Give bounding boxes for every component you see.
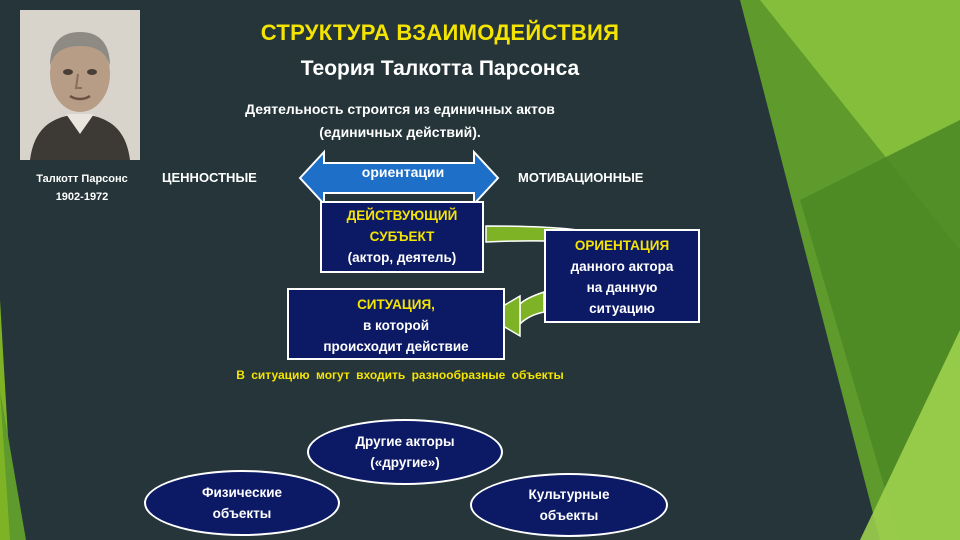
- orientation-box: ОРИЕНТАЦИЯ данного актора на данную ситу…: [544, 229, 700, 323]
- bg-triangle-right-pale: [860, 330, 960, 540]
- situation-line-3: происходит действие: [323, 339, 469, 354]
- intro-line-1: Деятельность строится из единичных актов: [245, 101, 555, 117]
- orientation-line-4: ситуацию: [589, 301, 655, 316]
- portrait-name: Талкотт Парсонс: [36, 173, 128, 185]
- oval-cultural-objects: Культурные объекты: [470, 473, 668, 537]
- bg-triangle-left-strip-dark: [0, 390, 26, 540]
- double-arrow-orientations: [298, 149, 500, 207]
- subject-line-3: (актор, деятель): [347, 250, 457, 265]
- orientation-line-3: на данную: [586, 280, 658, 295]
- oval-other-actors: Другие акторы («другие»): [307, 419, 503, 485]
- situation-box: СИТУАЦИЯ, в которой происходит действие: [287, 288, 505, 360]
- intro-text: Деятельность строится из единичных актов…: [170, 98, 630, 144]
- situation-line-2: в которой: [362, 318, 429, 333]
- portrait-caption: Талкотт Парсонс 1902-1972: [12, 170, 152, 206]
- other-actors-line-2: («другие»): [370, 455, 440, 470]
- label-motivational-orientations: МОТИВАЦИОННЫЕ: [518, 170, 644, 185]
- orientation-line-1: ОРИЕНТАЦИЯ: [574, 238, 670, 253]
- portrait-photo: [20, 10, 140, 160]
- subject-line-2: СУБЪЕКТ: [369, 229, 435, 244]
- slide-subtitle: Теория Талкотта Парсонса: [300, 57, 580, 80]
- orientation-line-2: данного актора: [570, 259, 674, 274]
- physical-objects-line-2: объекты: [212, 506, 272, 521]
- cultural-objects-line-2: объекты: [539, 508, 599, 523]
- label-value-orientations: ЦЕННОСТНЫЕ: [162, 170, 257, 185]
- label-orientations: ориентации: [361, 164, 445, 180]
- oval-physical-objects: Физические объекты: [144, 470, 340, 536]
- intro-line-2: (единичных действий).: [319, 124, 481, 140]
- acting-subject-box: ДЕЙСТВУЮЩИЙ СУБЪЕКТ (актор, деятель): [320, 201, 484, 273]
- portrait-years: 1902-1972: [55, 191, 109, 203]
- situation-objects-note: В ситуацию могут входить разнообразные о…: [236, 368, 564, 382]
- slide-title: СТРУКТУРА ВЗАИМОДЕЙСТВИЯ: [260, 20, 620, 45]
- arrow-to-situation-body: [519, 290, 545, 326]
- other-actors-line-1: Другие акторы: [355, 434, 455, 449]
- cultural-objects-line-1: Культурные: [528, 487, 610, 502]
- situation-line-1: СИТУАЦИЯ,: [357, 297, 435, 312]
- subject-line-1: ДЕЙСТВУЮЩИЙ: [346, 208, 458, 223]
- physical-objects-line-1: Физические: [201, 485, 283, 500]
